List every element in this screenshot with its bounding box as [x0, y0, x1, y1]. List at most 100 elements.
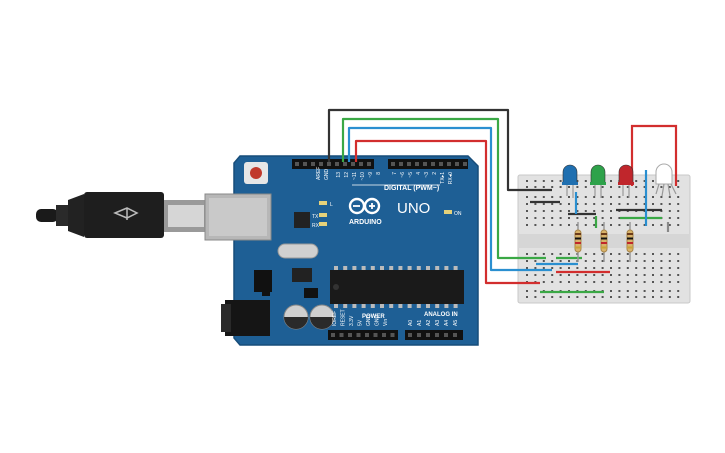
- bb-hole: [643, 267, 646, 269]
- bb-hole: [534, 196, 537, 198]
- bb-hole: [526, 253, 528, 255]
- chip-pin: [352, 266, 357, 270]
- bb-hole: [559, 260, 562, 262]
- bb-hole: [593, 253, 596, 255]
- header-digital-low: [388, 159, 468, 169]
- bb-hole: [626, 196, 629, 198]
- bb-hole: [677, 267, 680, 269]
- bb-hole: [584, 210, 587, 212]
- regulator: [254, 270, 272, 292]
- chip-pin: [352, 304, 357, 308]
- bb-hole: [652, 267, 654, 269]
- bb-hole: [576, 196, 579, 198]
- bb-hole: [568, 281, 570, 283]
- bb-hole: [626, 260, 629, 262]
- bb-hole: [551, 253, 554, 255]
- bb-hole: [652, 290, 654, 292]
- bb-hole: [526, 260, 528, 262]
- bb-hole: [677, 180, 680, 182]
- bb-hole: [542, 267, 545, 269]
- bb-hole: [568, 224, 570, 226]
- pin-label: A4: [444, 320, 450, 326]
- bb-hole: [576, 217, 579, 219]
- bb-hole: [652, 296, 654, 298]
- bb-hole: [559, 180, 562, 182]
- bb-hole: [677, 296, 680, 298]
- chip-pin: [370, 304, 375, 308]
- header-hole: [426, 333, 430, 337]
- bb-hole: [668, 196, 671, 198]
- wires: [327, 108, 552, 285]
- bb-hole: [551, 267, 554, 269]
- header-hole: [365, 333, 369, 337]
- bb-hole: [626, 224, 629, 226]
- chip-pin: [453, 266, 458, 270]
- bb-hole: [635, 274, 638, 276]
- header-hole: [447, 162, 451, 166]
- bb-hole: [643, 253, 646, 255]
- bb-hole: [551, 296, 554, 298]
- led-rx-label: RX: [312, 223, 320, 229]
- bb-hole: [526, 267, 528, 269]
- bb-hole: [610, 217, 612, 219]
- header-hole: [390, 333, 395, 337]
- bb-hole: [568, 196, 570, 198]
- pin-label: 2: [432, 172, 438, 175]
- led-l: [319, 201, 327, 205]
- bb-hole: [542, 203, 545, 205]
- chip-pin: [407, 304, 412, 308]
- bb-hole: [610, 210, 612, 212]
- header-hole: [399, 162, 403, 166]
- gnd-label: GND: [324, 169, 330, 181]
- pin-label: A0: [408, 320, 414, 326]
- bb-hole: [593, 296, 596, 298]
- chip-pin: [343, 266, 348, 270]
- bb-hole: [610, 224, 612, 226]
- header-hole: [423, 162, 427, 166]
- bb-hole: [618, 290, 621, 292]
- bb-hole: [576, 186, 579, 188]
- bb-hole: [652, 224, 654, 226]
- bb-hole: [610, 253, 612, 255]
- bb-hole: [559, 267, 562, 269]
- bb-hole: [626, 274, 629, 276]
- wire-red: [354, 139, 540, 285]
- bb-hole: [668, 274, 671, 276]
- model-label: UNO: [397, 200, 430, 217]
- bb-hole: [643, 203, 646, 205]
- bb-hole: [559, 253, 562, 255]
- bb-hole: [643, 180, 646, 182]
- header-hole: [339, 333, 344, 337]
- bb-hole: [551, 274, 554, 276]
- analog-header-label: ANALOG IN: [424, 312, 458, 318]
- header-hole: [327, 162, 331, 166]
- wire-black: [327, 108, 552, 192]
- bb-hole: [668, 217, 671, 219]
- bb-hole: [618, 196, 621, 198]
- bb-hole: [593, 267, 596, 269]
- led-green: [590, 164, 606, 198]
- bb-hole: [601, 217, 604, 219]
- bb-hole: [610, 296, 612, 298]
- pin-label: A1: [417, 320, 423, 326]
- pin-label: ~11: [352, 172, 358, 180]
- bb-hole: [551, 186, 554, 188]
- bb-hole: [668, 186, 671, 188]
- bb-hole: [568, 260, 570, 262]
- bb-hole: [635, 267, 638, 269]
- bb-hole: [584, 203, 587, 205]
- header-hole: [417, 333, 421, 337]
- chip-pin: [361, 304, 366, 308]
- bb-hole: [626, 267, 629, 269]
- header-hole: [444, 333, 448, 337]
- resistors: [574, 222, 634, 262]
- bb-hole: [626, 253, 629, 255]
- bb-hole: [526, 180, 528, 182]
- bb-hole: [668, 224, 671, 226]
- bb-hole: [635, 203, 638, 205]
- header-hole: [331, 333, 335, 337]
- bb-hole: [526, 210, 528, 212]
